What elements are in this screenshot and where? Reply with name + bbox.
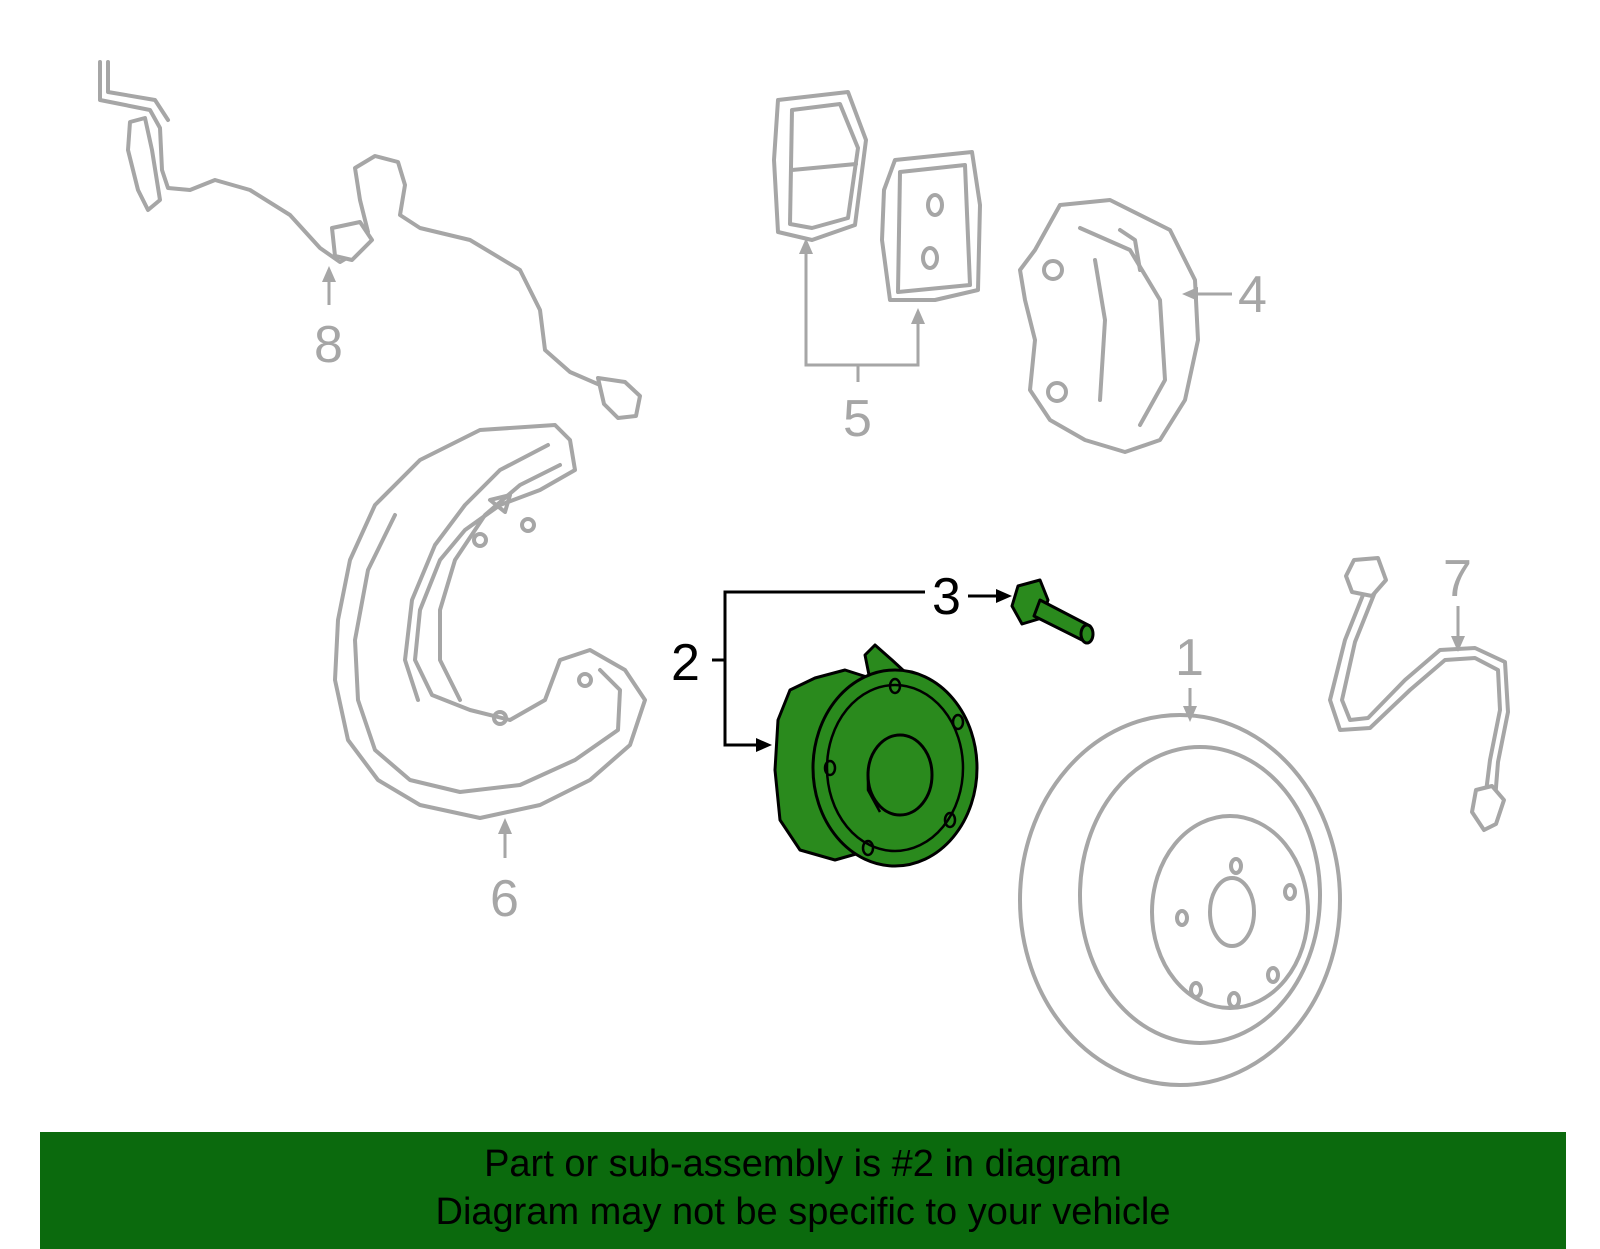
part-6-dust-shield[interactable] (333, 423, 647, 820)
svg-text:5: 5 (843, 390, 872, 448)
part-1-rotor[interactable] (1018, 713, 1342, 1087)
svg-text:6: 6 (490, 870, 519, 928)
svg-text:7: 7 (1443, 550, 1472, 608)
info-banner: Part or sub-assembly is #2 in diagram Di… (40, 1132, 1566, 1249)
svg-text:2: 2 (671, 634, 700, 692)
callout-6: 6 (490, 818, 519, 928)
callout-5: 5 (799, 238, 925, 448)
part-3-hub-bolt[interactable] (1010, 578, 1095, 645)
svg-text:3: 3 (932, 568, 961, 626)
banner-line-1: Part or sub-assembly is #2 in diagram (484, 1143, 1122, 1185)
callout-1: 1 (1175, 629, 1204, 722)
callout-7: 7 (1443, 550, 1472, 652)
part-5-brake-pads[interactable] (772, 90, 982, 302)
part-7-brake-hose[interactable] (1328, 556, 1510, 832)
callout-8: 8 (314, 266, 343, 374)
svg-text:8: 8 (314, 316, 343, 374)
part-4-caliper[interactable] (1018, 198, 1200, 454)
svg-text:4: 4 (1238, 266, 1267, 324)
part-2-hub-bearing[interactable] (773, 643, 979, 868)
callout-2-3: 2 3 (671, 568, 1012, 752)
banner-line-2: Diagram may not be specific to your vehi… (435, 1191, 1171, 1233)
callout-4: 4 (1182, 266, 1267, 324)
svg-text:1: 1 (1175, 629, 1204, 687)
part-8-abs-wire[interactable] (98, 60, 642, 420)
